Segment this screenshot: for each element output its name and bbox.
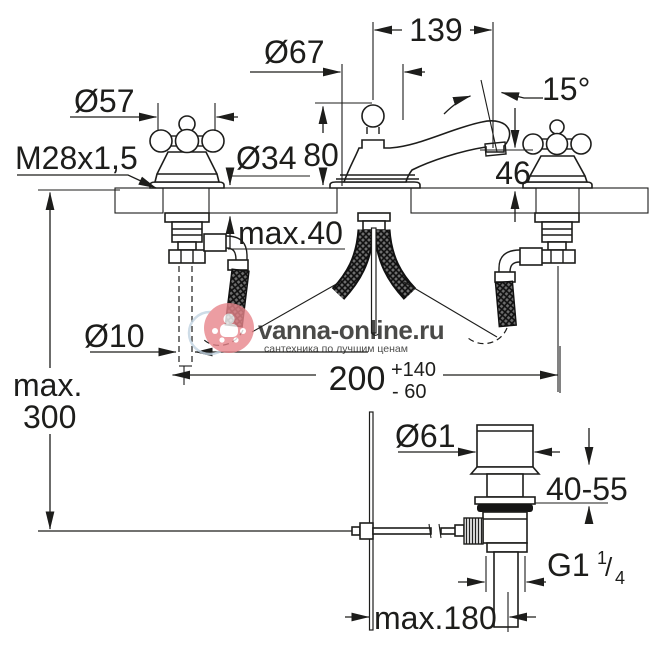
left-handle bbox=[149, 115, 225, 189]
center-right-hose bbox=[375, 229, 415, 299]
dim-thread-label: M28x1,5 bbox=[15, 140, 138, 176]
dim-g114: G1 1 / 4 bbox=[458, 547, 625, 592]
tailpipe bbox=[493, 551, 519, 628]
dim-dia34-label: Ø34 bbox=[236, 140, 296, 176]
dim-dia67: Ø67 bbox=[250, 34, 425, 186]
pop-up-rod-upper bbox=[370, 227, 377, 334]
pop-up-linkage bbox=[38, 411, 465, 631]
spout bbox=[329, 104, 511, 189]
left-elbow-nut bbox=[203, 233, 227, 252]
dim-80-label: 80 bbox=[303, 137, 339, 173]
left-escutcheon bbox=[149, 181, 225, 189]
dim-thread: M28x1,5 bbox=[15, 140, 157, 189]
dim-80: 80 bbox=[303, 102, 372, 186]
dimensions: 139 Ø67 15° Ø57 M28x1,5 bbox=[13, 12, 628, 636]
dim-dia67-label: Ø67 bbox=[264, 34, 324, 70]
left-hose-connector bbox=[227, 259, 249, 271]
dim-max40: max.40 bbox=[225, 215, 345, 251]
dim-dia10: Ø10 bbox=[84, 318, 368, 357]
dim-dia61-label: Ø61 bbox=[395, 418, 455, 454]
waste-collar bbox=[486, 542, 528, 553]
dim-dia57-label: Ø57 bbox=[74, 83, 134, 119]
right-hose-leader bbox=[403, 281, 498, 338]
dim-dia10-label: Ø10 bbox=[84, 318, 144, 354]
center-shank-and-hoses bbox=[251, 212, 498, 338]
rod-clamp bbox=[359, 522, 374, 540]
dim-139: 139 bbox=[372, 12, 494, 148]
right-elbow-nut bbox=[519, 247, 543, 266]
horizontal-rod bbox=[372, 527, 432, 535]
center-left-hose bbox=[333, 229, 373, 299]
dim-46: 46 bbox=[480, 108, 533, 222]
watermark-mascot-icon bbox=[212, 313, 246, 343]
dim-dia57: Ø57 bbox=[70, 83, 238, 131]
left-cross-handle[interactable] bbox=[174, 128, 200, 154]
dim-g114-base: G1 bbox=[547, 547, 590, 583]
waste-flange bbox=[474, 496, 536, 505]
dim-g114-sup: 1 bbox=[597, 548, 607, 568]
dim-max300: max. 300 bbox=[13, 189, 120, 530]
angle-arc-arrow bbox=[443, 95, 472, 115]
spout-ball-finial bbox=[361, 104, 385, 128]
dim-40-55: 40-55 bbox=[535, 428, 628, 525]
right-handle bbox=[522, 119, 593, 189]
right-escutcheon bbox=[522, 181, 593, 189]
dim-139-label: 139 bbox=[409, 12, 462, 48]
mounting-deck bbox=[114, 187, 649, 214]
dim-dia61: Ø61 bbox=[395, 418, 560, 457]
waste-body bbox=[482, 511, 528, 544]
right-valve-body bbox=[467, 212, 580, 392]
spout-escutcheon bbox=[329, 181, 421, 189]
dim-max180-label: max.180 bbox=[374, 600, 497, 636]
spout-aerator bbox=[484, 141, 507, 157]
dim-max40-label: max.40 bbox=[238, 215, 343, 251]
spout-body bbox=[342, 120, 511, 183]
dim-max300-label-1: max. bbox=[13, 367, 82, 403]
drain-assembly bbox=[454, 424, 541, 628]
right-cross-handle[interactable] bbox=[545, 132, 569, 156]
knurled-knob[interactable] bbox=[463, 517, 484, 545]
dim-g114-slash: / bbox=[605, 552, 613, 582]
dim-dia34: Ø34 bbox=[225, 140, 310, 186]
angle-reference-line bbox=[480, 79, 498, 153]
dim-g114-sub: 4 bbox=[615, 568, 625, 588]
dim-15deg-label: 15° bbox=[542, 71, 590, 107]
rubber-seal bbox=[477, 504, 533, 512]
dim-200-tol-minus: - 60 bbox=[392, 381, 426, 403]
right-handle-top-cap bbox=[549, 119, 565, 135]
waste-neck bbox=[486, 473, 524, 498]
dim-40-55-label: 40-55 bbox=[546, 471, 628, 507]
dim-46-label: 46 bbox=[495, 155, 531, 191]
watermark: vanna-online.ru сантехника по лучшим цен… bbox=[187, 303, 445, 356]
right-supply-hose bbox=[494, 280, 517, 328]
dim-200-tol-plus: +140 bbox=[391, 359, 436, 381]
left-hose-leader bbox=[251, 281, 341, 333]
dim-15deg: 15° bbox=[443, 71, 590, 153]
pop-up-rod-lower[interactable] bbox=[368, 411, 374, 631]
dim-200: 200 +140 - 60 bbox=[171, 346, 561, 403]
watermark-subtitle: сантехника по лучшим ценам bbox=[264, 343, 408, 355]
right-hose-continuation-arc bbox=[467, 327, 508, 345]
watermark-title: vanna-online.ru bbox=[258, 315, 444, 345]
pop-up-hole-dashed-lines bbox=[178, 266, 193, 367]
dim-max180: max.180 bbox=[345, 592, 536, 636]
dim-200-label: 200 bbox=[329, 360, 386, 398]
right-hose-connector bbox=[494, 271, 516, 283]
dim-max300-label-2: 300 bbox=[23, 399, 76, 435]
